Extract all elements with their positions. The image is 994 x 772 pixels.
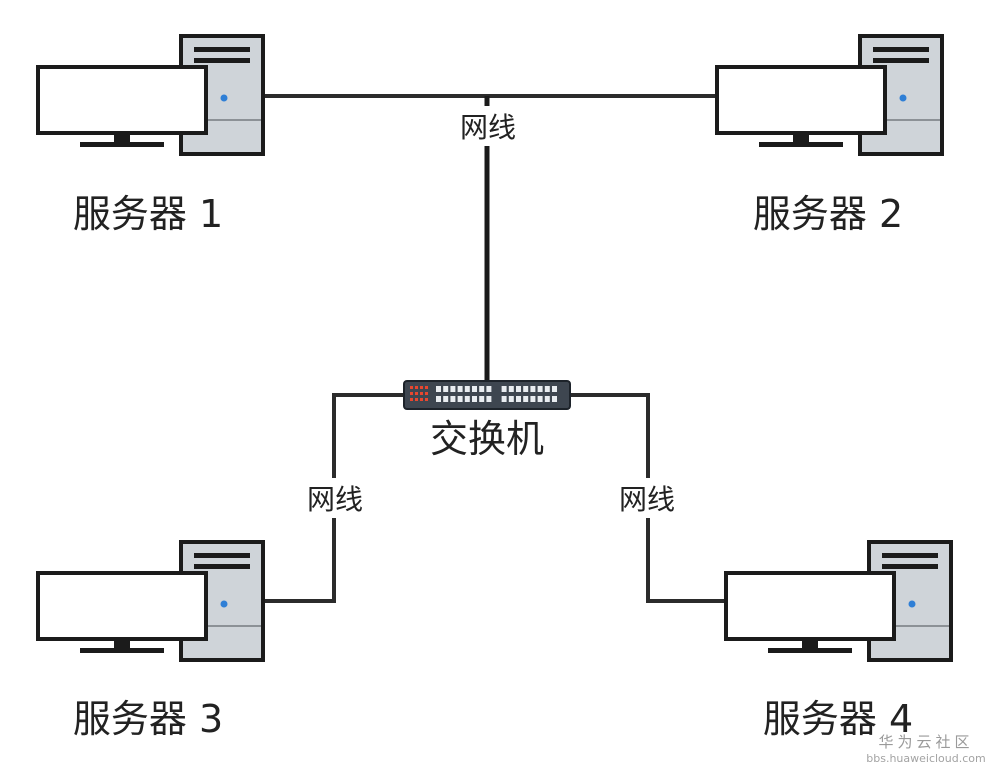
switch-port [508, 386, 514, 392]
switch-port [457, 386, 463, 392]
switch-port [443, 396, 449, 402]
switch-port [479, 396, 485, 402]
switch-port [501, 386, 507, 392]
server-4 [724, 540, 953, 662]
switch-icon [403, 380, 571, 410]
switch-port [501, 396, 507, 402]
switch-status-led [425, 386, 428, 389]
switch-port [544, 386, 550, 392]
switch-status-led [415, 386, 418, 389]
watermark-url: bbs.huaweicloud.com [866, 752, 985, 765]
cables [264, 94, 726, 603]
switch-port [457, 396, 463, 402]
switch-port [530, 396, 536, 402]
switch-port [450, 396, 456, 402]
cable-label-left-text: 网线 [307, 483, 363, 516]
switch-port [544, 396, 550, 402]
server-2-label: 服务器 2 [753, 192, 903, 236]
server-1 [36, 34, 265, 156]
switch-port [486, 396, 492, 402]
switch-port [552, 396, 557, 402]
switch-port [479, 386, 485, 392]
network-switch: 交换机 [403, 380, 571, 461]
cable-label-top-text: 网线 [460, 111, 516, 144]
switch-status-led [425, 392, 428, 395]
switch-port [436, 386, 441, 392]
switch-port [508, 396, 514, 402]
switch-port [436, 396, 441, 402]
watermark-title: 华为云社区 [878, 733, 973, 751]
cable-label-right: 网线 [614, 478, 680, 518]
switch-port [552, 386, 557, 392]
switch-port [516, 396, 521, 402]
server-3-label: 服务器 3 [73, 697, 223, 741]
cable-label-top: 网线 [455, 106, 521, 146]
switch-port [516, 386, 521, 392]
switch-port [450, 386, 456, 392]
switch-status-led [420, 386, 423, 389]
switch-port [523, 396, 529, 402]
server-4-label: 服务器 4 [763, 697, 913, 741]
switch-port [443, 386, 449, 392]
switch-status-led [420, 398, 423, 401]
switch-status-led [410, 392, 413, 395]
switch-status-led [415, 398, 418, 401]
switch-port [486, 386, 492, 392]
cable-label-left: 网线 [302, 478, 368, 518]
monitor-icon [715, 65, 887, 147]
switch-port [464, 396, 470, 402]
server-3 [36, 540, 265, 662]
switch-port [537, 396, 543, 402]
switch-port [537, 386, 543, 392]
cable-label-right-text: 网线 [619, 483, 675, 516]
switch-status-led [410, 386, 413, 389]
monitor-icon [724, 571, 896, 653]
switch-status-led [415, 392, 418, 395]
monitor-icon [36, 65, 208, 147]
switch-status-led [410, 398, 413, 401]
watermark: 华为云社区 bbs.huaweicloud.com [866, 733, 985, 765]
server-2 [715, 34, 944, 156]
switch-port [472, 386, 477, 392]
monitor-icon [36, 571, 208, 653]
switch-status-led [425, 398, 428, 401]
switch-status-led [420, 392, 423, 395]
switch-port [530, 386, 536, 392]
switch-label: 交换机 [430, 417, 544, 461]
server-1-label: 服务器 1 [73, 192, 223, 236]
switch-port [523, 386, 529, 392]
switch-port [464, 386, 470, 392]
switch-port [472, 396, 477, 402]
